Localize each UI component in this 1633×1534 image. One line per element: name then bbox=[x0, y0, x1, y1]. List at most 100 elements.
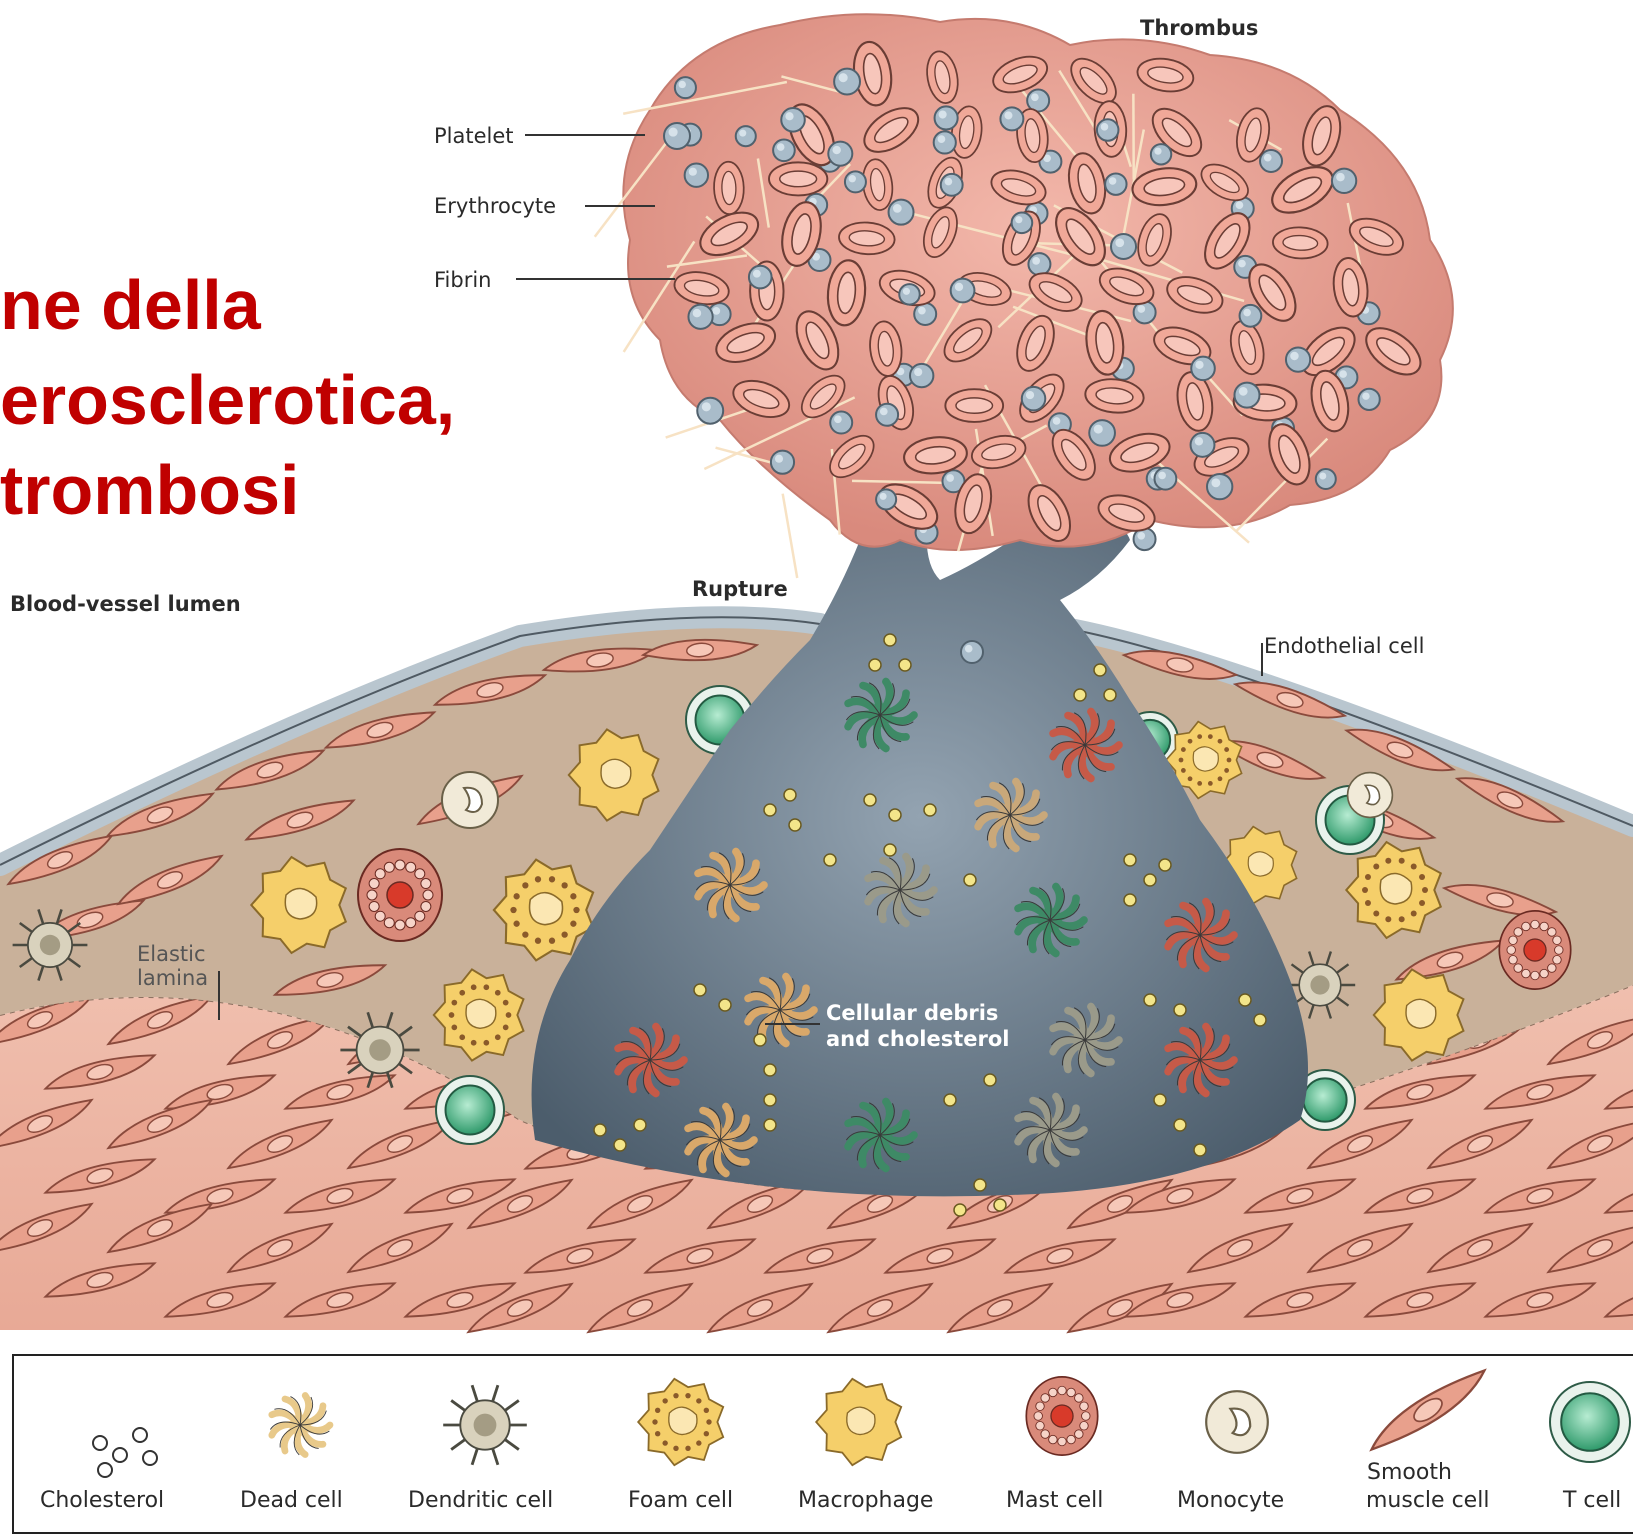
cholesterol-droplet bbox=[764, 804, 776, 816]
label-fibrin: Fibrin bbox=[434, 268, 492, 292]
mast-cell bbox=[1499, 911, 1570, 989]
cholesterol-droplet bbox=[594, 1124, 606, 1136]
label-thrombus: Thrombus bbox=[1140, 16, 1258, 40]
cholesterol-droplet bbox=[869, 659, 881, 671]
platelet bbox=[934, 131, 956, 153]
platelet bbox=[1089, 420, 1115, 446]
label-and-cholesterol: and cholesterol bbox=[826, 1027, 1010, 1051]
cholesterol-droplet bbox=[964, 874, 976, 886]
platelet bbox=[941, 174, 963, 196]
platelet bbox=[1191, 357, 1215, 381]
cholesterol-droplet bbox=[1254, 1014, 1266, 1026]
cholesterol-droplet bbox=[634, 1119, 646, 1131]
platelet bbox=[828, 142, 852, 166]
platelet bbox=[914, 303, 936, 325]
cholesterol-droplet bbox=[899, 659, 911, 671]
cholesterol-droplet bbox=[764, 1094, 776, 1106]
platelet bbox=[961, 641, 983, 663]
legend-label-t-cell: T cell bbox=[1563, 1488, 1621, 1513]
cholesterol-droplet bbox=[1144, 994, 1156, 1006]
cholesterol-droplet bbox=[974, 1179, 986, 1191]
cholesterol-droplet bbox=[1174, 1004, 1186, 1016]
platelet bbox=[1111, 234, 1136, 259]
platelet bbox=[1028, 253, 1050, 275]
cholesterol-droplet bbox=[1124, 854, 1136, 866]
cholesterol-droplet bbox=[614, 1139, 626, 1151]
label-endothelial-cell: Endothelial cell bbox=[1264, 634, 1424, 658]
label-cellular-debris: Cellular debris bbox=[826, 1001, 998, 1025]
cholesterol-droplet bbox=[1174, 1119, 1186, 1131]
label-lamina: lamina bbox=[137, 966, 208, 990]
platelet bbox=[899, 284, 919, 304]
title-line-3: trombosi bbox=[0, 455, 299, 525]
legend-label-macrophage: Macrophage bbox=[798, 1488, 933, 1513]
cholesterol-droplet bbox=[924, 804, 936, 816]
erythrocyte bbox=[945, 389, 1003, 422]
platelet bbox=[688, 305, 712, 329]
label-rupture: Rupture bbox=[692, 577, 788, 601]
platelet bbox=[1286, 348, 1310, 372]
platelet bbox=[1332, 169, 1356, 193]
cholesterol-droplet bbox=[944, 1094, 956, 1106]
label-elastic: Elastic bbox=[137, 942, 206, 966]
cholesterol-droplet bbox=[1094, 664, 1106, 676]
platelet bbox=[834, 69, 860, 95]
cholesterol-droplet bbox=[754, 1034, 766, 1046]
platelet bbox=[1234, 383, 1259, 408]
cholesterol-droplet bbox=[694, 984, 706, 996]
platelet bbox=[1191, 433, 1215, 457]
platelet bbox=[1012, 212, 1033, 233]
platelet bbox=[781, 108, 805, 132]
monocyte bbox=[442, 772, 498, 828]
monocyte bbox=[1348, 773, 1393, 818]
cholesterol-droplet bbox=[1124, 894, 1136, 906]
platelet bbox=[951, 279, 975, 303]
label-blood-vessel-lumen: Blood-vessel lumen bbox=[10, 592, 241, 616]
legend-label-monocyte: Monocyte bbox=[1177, 1488, 1284, 1513]
cholesterol-droplet bbox=[994, 1199, 1006, 1211]
cholesterol-droplet bbox=[719, 999, 731, 1011]
platelet bbox=[736, 126, 756, 146]
platelet bbox=[675, 77, 696, 98]
legend-label-dead-cell: Dead cell bbox=[240, 1488, 343, 1513]
cholesterol-droplet bbox=[824, 854, 836, 866]
platelet bbox=[1097, 119, 1119, 141]
platelet bbox=[685, 164, 708, 187]
cholesterol-droplet bbox=[789, 819, 801, 831]
platelet bbox=[1240, 305, 1262, 327]
platelet bbox=[845, 171, 866, 192]
cholesterol-droplet bbox=[884, 634, 896, 646]
title-line-1: ne della bbox=[0, 270, 261, 340]
platelet bbox=[1151, 144, 1171, 164]
platelet bbox=[1207, 474, 1232, 499]
platelet bbox=[1000, 107, 1023, 130]
cholesterol-droplet bbox=[1159, 859, 1171, 871]
platelet bbox=[889, 200, 914, 225]
platelet bbox=[771, 451, 794, 474]
cholesterol-droplet bbox=[984, 1074, 996, 1086]
platelet bbox=[773, 139, 795, 161]
platelet bbox=[1260, 150, 1282, 172]
t-cell bbox=[436, 1076, 504, 1144]
platelet bbox=[1022, 387, 1045, 410]
platelet bbox=[935, 106, 958, 129]
cholesterol-droplet bbox=[764, 1119, 776, 1131]
label-platelet: Platelet bbox=[434, 124, 514, 148]
fibrin-strand bbox=[783, 494, 798, 578]
label-erythrocyte: Erythrocyte bbox=[434, 194, 556, 218]
legend-label-mast-cell: Mast cell bbox=[1006, 1488, 1103, 1513]
platelet bbox=[1155, 468, 1177, 490]
cholesterol-droplet bbox=[1194, 1144, 1206, 1156]
legend-label-muscle-cell: muscle cell bbox=[1366, 1488, 1489, 1513]
platelet bbox=[876, 489, 896, 509]
erythrocyte bbox=[769, 162, 827, 195]
platelet bbox=[1105, 173, 1126, 194]
platelet bbox=[749, 266, 772, 289]
cholesterol-droplet bbox=[784, 789, 796, 801]
legend-label-smooth: Smooth bbox=[1367, 1460, 1452, 1485]
mast-cell bbox=[358, 849, 442, 941]
legend-label-dendritic-cell: Dendritic cell bbox=[408, 1488, 553, 1513]
cholesterol-droplet bbox=[1154, 1094, 1166, 1106]
cholesterol-droplet bbox=[1239, 994, 1251, 1006]
cholesterol-droplet bbox=[1074, 689, 1086, 701]
